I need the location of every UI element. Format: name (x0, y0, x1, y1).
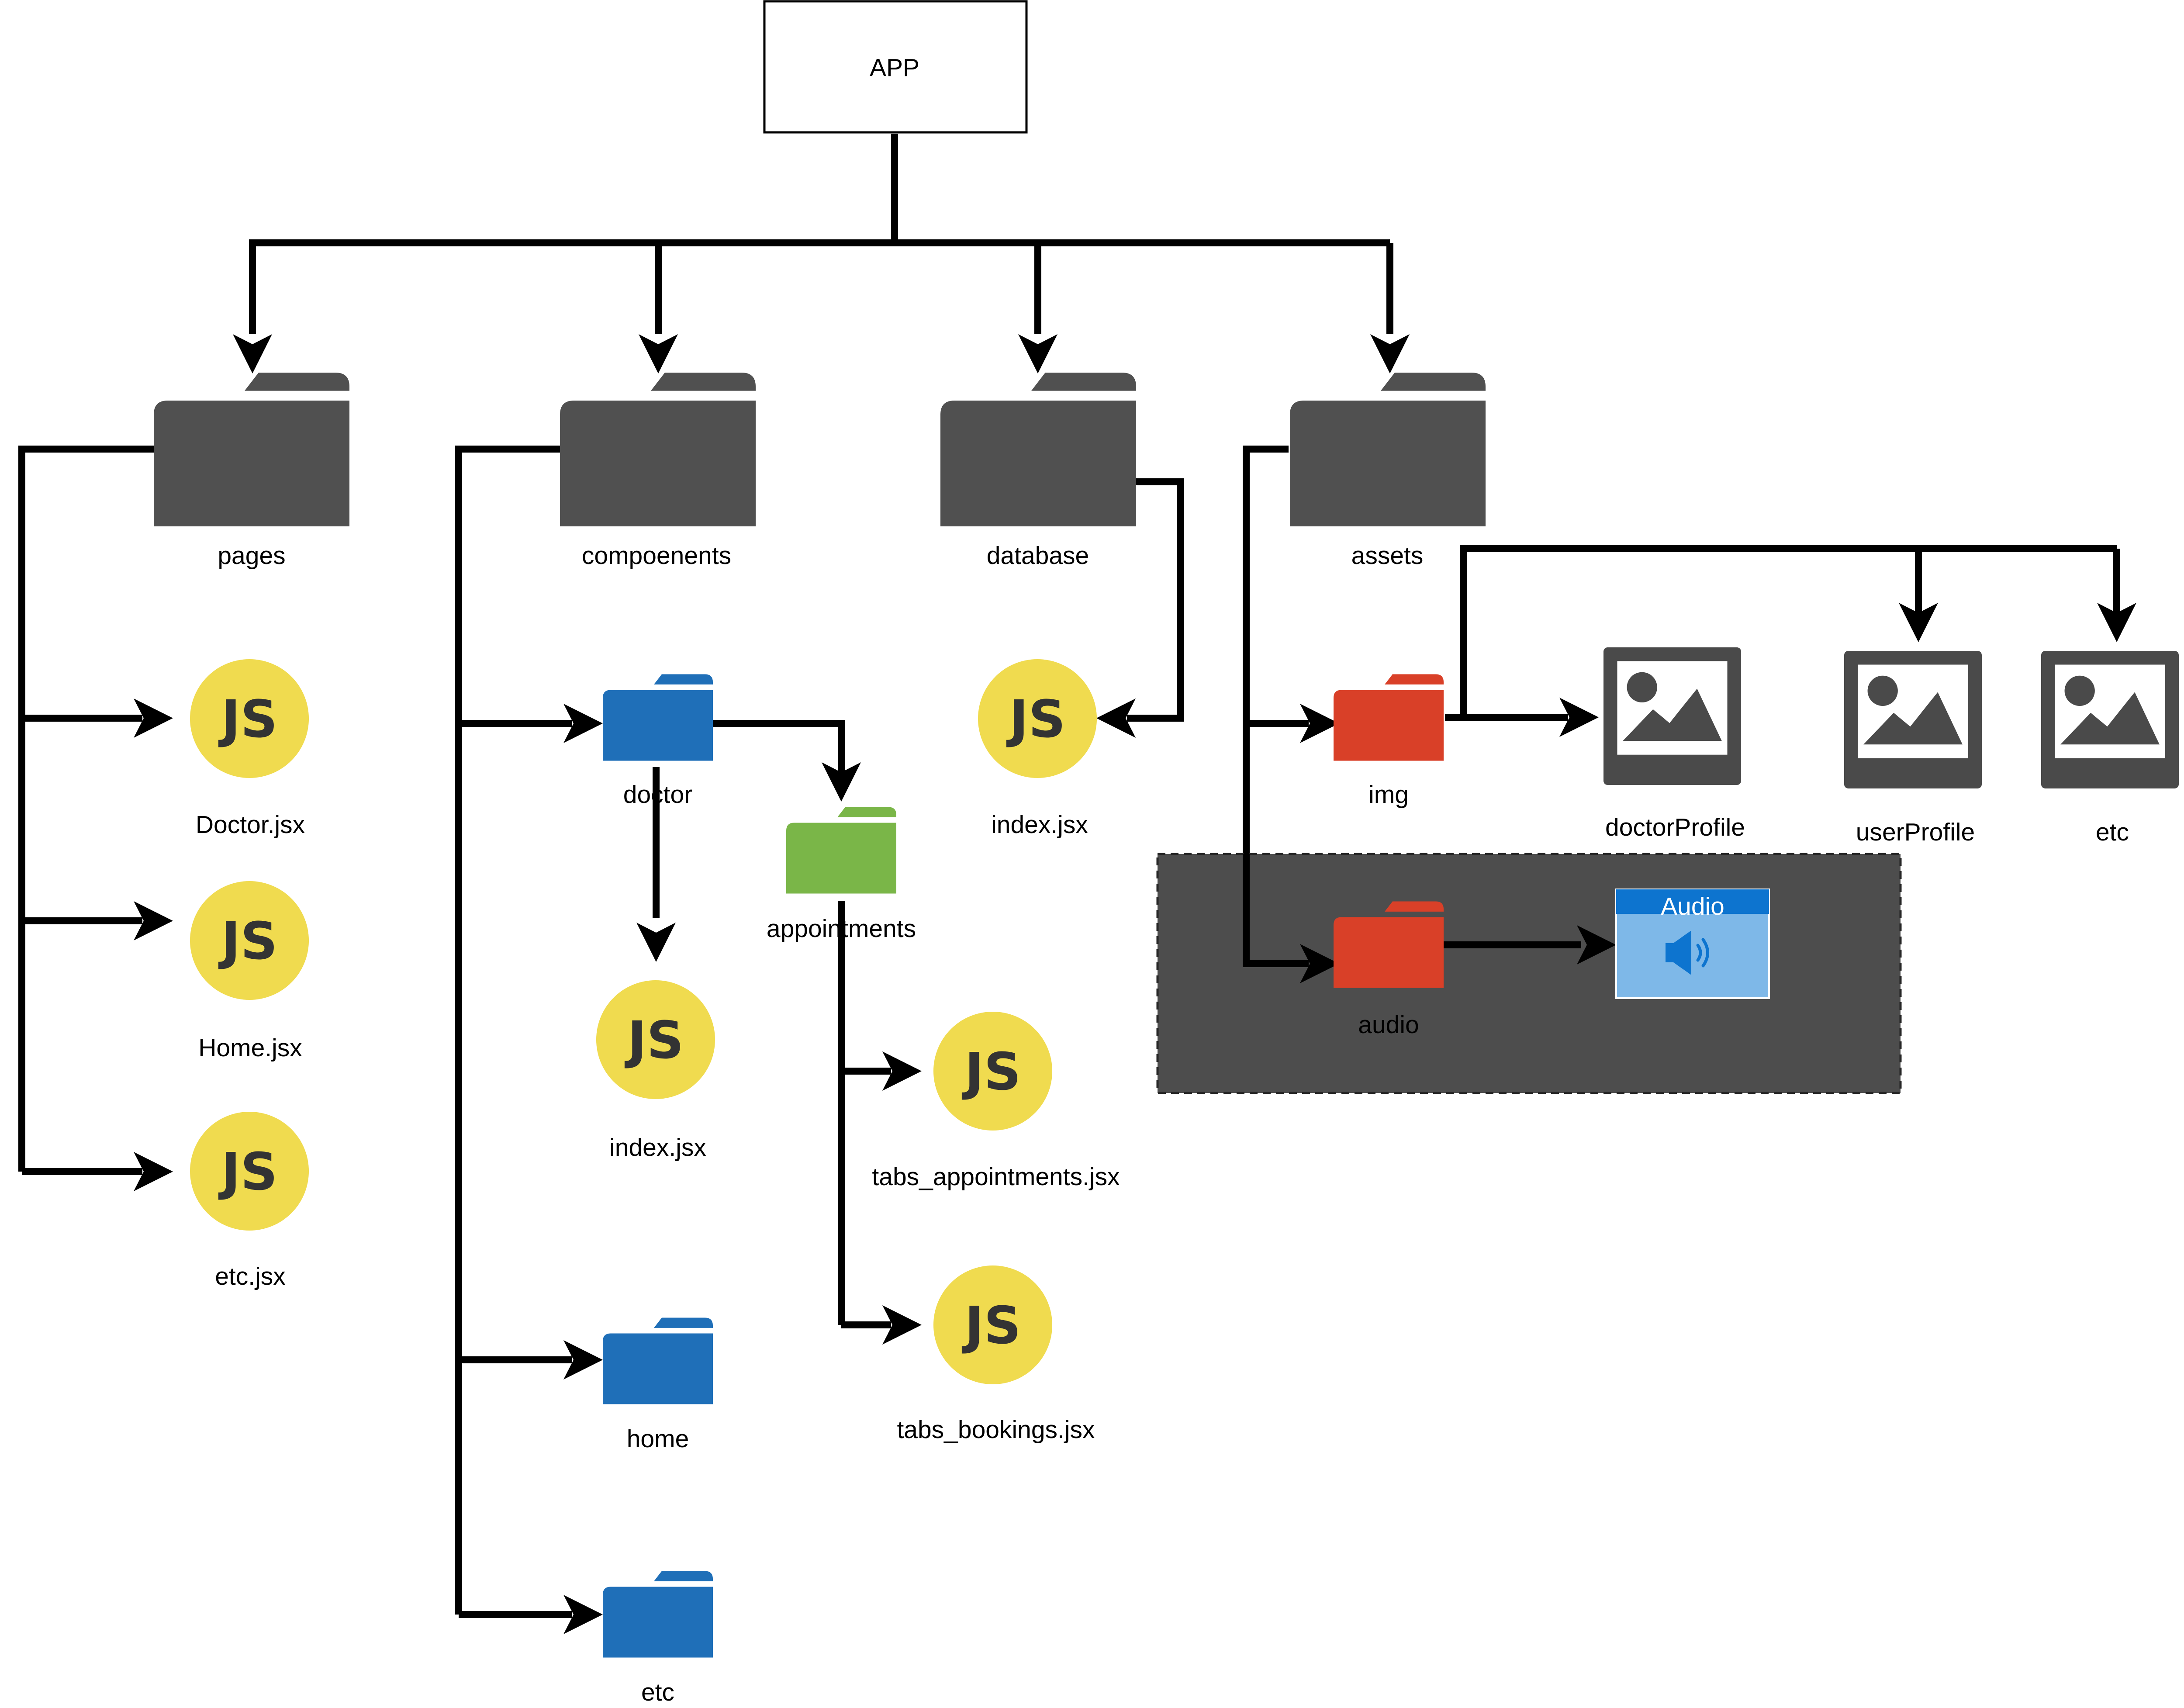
folder-assets[interactable]: assets (1290, 373, 1486, 570)
arrow-head-tabs-bookings (882, 1305, 922, 1345)
audio-group[interactable]: audio Audio (1156, 853, 1902, 1094)
arrow-head-pages (233, 334, 272, 373)
arrow-head-img-folder (1300, 704, 1339, 743)
folder-icon (1334, 674, 1444, 761)
image-doctor-profile[interactable]: doctorProfile (1603, 647, 1745, 841)
folder-img[interactable]: img (1334, 674, 1444, 809)
folder-compoenents-etc[interactable]: etc (603, 1571, 713, 1707)
folder-appointments-label: appointments (767, 915, 916, 943)
folder-doctor[interactable]: doctor (603, 674, 713, 809)
folder-icon (154, 373, 349, 526)
file-home-jsx-label: Home.jsx (198, 1034, 302, 1062)
image-etc[interactable]: etc (2041, 651, 2179, 846)
arrow-heads (134, 334, 2136, 1634)
folder-icon (560, 373, 756, 526)
audio-widget[interactable]: Audio (1615, 889, 1770, 999)
image-icon (2041, 651, 2179, 788)
folder-doctor-label: doctor (623, 781, 692, 809)
js-badge-label: JS (625, 1010, 684, 1070)
js-badge-label: JS (1006, 689, 1066, 749)
edge-compoenents-trunk (455, 446, 560, 1615)
speaker-icon (1666, 930, 1709, 975)
file-pages-etc-jsx[interactable]: JS etc.jsx (190, 1111, 309, 1290)
arrow-head-doctor-jsx (134, 698, 173, 738)
arrow-head-home-jsx (134, 901, 173, 940)
folder-home[interactable]: home (603, 1317, 713, 1453)
file-doctor-jsx-label: Doctor.jsx (196, 811, 305, 839)
edge-database-to-index (1127, 478, 1184, 722)
folder-compoenents-etc-label: etc (641, 1678, 674, 1706)
folder-icon (1290, 373, 1486, 526)
folder-icon (940, 373, 1136, 526)
arrow-head-etc-folder (563, 1595, 603, 1634)
file-tabs-appointments-jsx-label: tabs_appointments.jsx (872, 1163, 1120, 1191)
image-icon (1603, 647, 1741, 785)
folder-database-label: database (987, 542, 1089, 570)
folder-appointments[interactable]: appointments (767, 807, 916, 943)
image-icon (1844, 651, 1982, 788)
arrow-head-user-profile (1899, 603, 1938, 642)
file-tabs-bookings-jsx[interactable]: JS tabs_bookings.jsx (897, 1265, 1095, 1444)
arrow-head-tabs-appointments (882, 1051, 922, 1091)
js-badge-label: JS (218, 911, 278, 971)
edge-doctor-to-appointments (712, 720, 845, 778)
arrow-head-doctor-profile (1559, 698, 1599, 737)
arrow-head-doctor-folder (563, 704, 603, 743)
image-user-profile[interactable]: userProfile (1844, 651, 1982, 846)
file-database-index-jsx[interactable]: JS index.jsx (978, 659, 1097, 839)
js-badge-label: JS (962, 1295, 1021, 1355)
audio-widget-header (1616, 889, 1769, 914)
app-root-label: APP (870, 54, 919, 82)
image-user-profile-label: userProfile (1856, 818, 1975, 846)
js-badge-label: JS (218, 689, 278, 749)
arrow-head-appointments-folder (822, 762, 861, 802)
arrow-head-compoenents (639, 334, 678, 373)
file-doctor-index-jsx-label: index.jsx (609, 1134, 706, 1162)
folder-audio-label: audio (1358, 1011, 1419, 1039)
arrow-head-etc-image (2097, 603, 2136, 642)
file-doctor-index-jsx[interactable]: JS index.jsx (596, 980, 715, 1162)
folder-icon (786, 807, 896, 894)
folder-assets-label: assets (1351, 542, 1424, 570)
folder-pages[interactable]: pages (154, 373, 349, 570)
arrow-head-database (1018, 334, 1057, 373)
folder-icon (603, 674, 713, 761)
folder-compoenents-label: compoenents (582, 542, 731, 570)
edge-assets-trunk-overlay (1243, 854, 1309, 967)
file-pages-etc-jsx-label: etc.jsx (215, 1262, 286, 1290)
folder-home-label: home (627, 1425, 689, 1453)
arrow-head-doctor-index (636, 923, 676, 962)
arrow-head-database-index (1096, 698, 1136, 738)
arrow-head-assets (1370, 334, 1410, 373)
file-tabs-appointments-jsx[interactable]: JS tabs_appointments.jsx (872, 1011, 1120, 1191)
app-root-box (763, 0, 1028, 134)
folder-compoenents[interactable]: compoenents (560, 373, 756, 570)
arrow-head-etc-jsx (134, 1152, 173, 1191)
edge-img-bus (1460, 545, 2117, 717)
image-doctor-profile-label: doctorProfile (1605, 813, 1745, 841)
audio-widget-title: Audio (1661, 892, 1724, 920)
folder-icon (603, 1571, 713, 1658)
js-badge-label: JS (962, 1041, 1021, 1102)
folder-database[interactable]: database (940, 373, 1136, 570)
edge-assets-trunk (1243, 446, 1289, 964)
file-tabs-bookings-jsx-label: tabs_bookings.jsx (897, 1416, 1095, 1444)
arrow-head-audio-widget (1577, 925, 1616, 965)
arrow-head-audio-folder-overlay (1300, 944, 1339, 983)
folder-icon (603, 1317, 713, 1404)
folder-audio[interactable]: audio (1334, 901, 1444, 1039)
app-root-node[interactable]: APP (763, 0, 1028, 134)
edge-pages-trunk (18, 446, 154, 1172)
folder-pages-label: pages (218, 542, 285, 570)
folder-img-label: img (1368, 781, 1409, 809)
image-etc-label: etc (2096, 818, 2129, 846)
file-database-index-jsx-label: index.jsx (991, 811, 1088, 839)
audio-group-background (1156, 853, 1902, 1094)
file-doctor-jsx[interactable]: JS Doctor.jsx (190, 659, 309, 839)
js-badge-label: JS (218, 1141, 278, 1202)
file-home-jsx[interactable]: JS Home.jsx (190, 881, 309, 1062)
arrow-head-home-folder (563, 1340, 603, 1380)
